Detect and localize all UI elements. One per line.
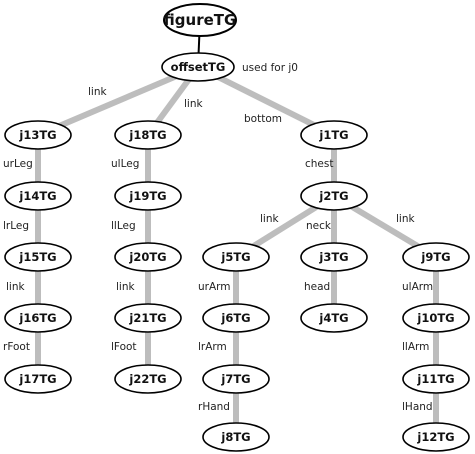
node-ellipse <box>202 422 270 452</box>
node-j18TG: j18TG <box>114 120 182 150</box>
edge-label-j10TG: ulArm <box>402 281 433 293</box>
node-label: j1TG <box>318 128 348 142</box>
node-j15TG: j15TG <box>4 242 72 272</box>
node-label: j11TG <box>416 372 454 386</box>
node-j1TG: j1TG <box>300 120 368 150</box>
edge-label-j4TG: head <box>304 281 330 293</box>
node-label: offsetTG <box>171 60 226 74</box>
edge-label-j6TG: urArm <box>198 281 231 293</box>
node-ellipse <box>202 364 270 394</box>
node-j9TG: j9TG <box>402 242 470 272</box>
node-ellipse <box>114 242 182 272</box>
nodes-layer: figureTG offsetTG j13TG j14TG j15TG j16TG j17T… <box>4 3 470 452</box>
node-j3TG: j3TG <box>300 242 368 272</box>
edge-label-j18TG: link <box>184 98 203 110</box>
node-ellipse <box>114 181 182 211</box>
node-label: j7TG <box>220 372 250 386</box>
note-offsetTG: used for j0 <box>242 62 298 74</box>
node-label: j16TG <box>18 311 56 325</box>
node-j17TG: j17TG <box>4 364 72 394</box>
node-j20TG: j20TG <box>114 242 182 272</box>
edge-label-j22TG: lFoot <box>111 341 137 353</box>
edge-label-j1TG: bottom <box>244 113 282 125</box>
edge-offsetTG-j13TG <box>36 64 200 138</box>
edge-label-j7TG: lrArm <box>198 341 227 353</box>
node-ellipse <box>4 242 72 272</box>
node-offsetTG: offsetTG <box>161 52 235 82</box>
node-figureTG: figureTG <box>163 3 237 37</box>
node-label: j17TG <box>18 372 56 386</box>
edge-label-j13TG: link <box>88 86 107 98</box>
edge-label-j2TG: chest <box>305 158 333 170</box>
node-ellipse <box>402 364 470 394</box>
node-label: j9TG <box>420 250 450 264</box>
node-label: j10TG <box>416 311 454 325</box>
edge-label-j8TG: rHand <box>198 401 230 413</box>
edge-label-j9TG: link <box>396 213 415 225</box>
node-j22TG: j22TG <box>114 364 182 394</box>
node-j10TG: j10TG <box>402 303 470 333</box>
node-ellipse <box>114 303 182 333</box>
node-label: j21TG <box>128 311 166 325</box>
node-label: j5TG <box>220 250 250 264</box>
node-ellipse <box>402 242 470 272</box>
node-ellipse <box>202 303 270 333</box>
node-label: j18TG <box>128 128 166 142</box>
node-j19TG: j19TG <box>114 181 182 211</box>
node-ellipse <box>300 242 368 272</box>
node-ellipse <box>4 303 72 333</box>
node-j4TG: j4TG <box>300 303 368 333</box>
node-j2TG: j2TG <box>300 181 368 211</box>
node-label: figureTG <box>164 11 237 29</box>
node-ellipse <box>300 181 368 211</box>
node-label: j4TG <box>318 311 348 325</box>
edge-label-j3TG: neck <box>306 220 332 232</box>
node-label: j14TG <box>18 189 56 203</box>
node-label: j6TG <box>220 311 250 325</box>
node-ellipse <box>163 3 237 37</box>
node-ellipse <box>300 303 368 333</box>
node-ellipse <box>402 422 470 452</box>
node-label: j19TG <box>128 189 166 203</box>
node-j21TG: j21TG <box>114 303 182 333</box>
node-j8TG: j8TG <box>202 422 270 452</box>
node-ellipse <box>114 120 182 150</box>
edge-label-j5TG: link <box>260 213 279 225</box>
edge-label-j16TG: link <box>6 281 25 293</box>
edge-label-j14TG: urLeg <box>3 158 33 170</box>
node-j14TG: j14TG <box>4 181 72 211</box>
edge-label-j15TG: lrLeg <box>3 220 29 232</box>
node-ellipse <box>4 120 72 150</box>
node-label: j20TG <box>128 250 166 264</box>
edge-label-j11TG: llArm <box>402 341 429 353</box>
node-label: j15TG <box>18 250 56 264</box>
node-j11TG: j11TG <box>402 364 470 394</box>
edge-labels-layer: link link bottom urLeg lrLeg link rFoot ulLeg ll… <box>3 62 433 413</box>
node-j5TG: j5TG <box>202 242 270 272</box>
node-label: j3TG <box>318 250 348 264</box>
node-label: j22TG <box>128 372 166 386</box>
node-ellipse <box>202 242 270 272</box>
node-j12TG: j12TG <box>402 422 470 452</box>
node-ellipse <box>161 52 235 82</box>
node-j7TG: j7TG <box>202 364 270 394</box>
edge-label-j20TG: llLeg <box>111 220 136 232</box>
node-j6TG: j6TG <box>202 303 270 333</box>
node-label: j12TG <box>416 430 454 444</box>
edge-label-j12TG: lHand <box>402 401 433 413</box>
node-label: j2TG <box>318 189 348 203</box>
node-ellipse <box>4 181 72 211</box>
node-ellipse <box>300 120 368 150</box>
node-label: j13TG <box>18 128 56 142</box>
edge-label-j21TG: link <box>116 281 135 293</box>
edge-label-j17TG: rFoot <box>3 341 30 353</box>
edge-label-j19TG: ulLeg <box>111 158 139 170</box>
node-j13TG: j13TG <box>4 120 72 150</box>
node-ellipse <box>4 364 72 394</box>
node-j16TG: j16TG <box>4 303 72 333</box>
node-label: j8TG <box>220 430 250 444</box>
node-ellipse <box>114 364 182 394</box>
node-ellipse <box>402 303 470 333</box>
